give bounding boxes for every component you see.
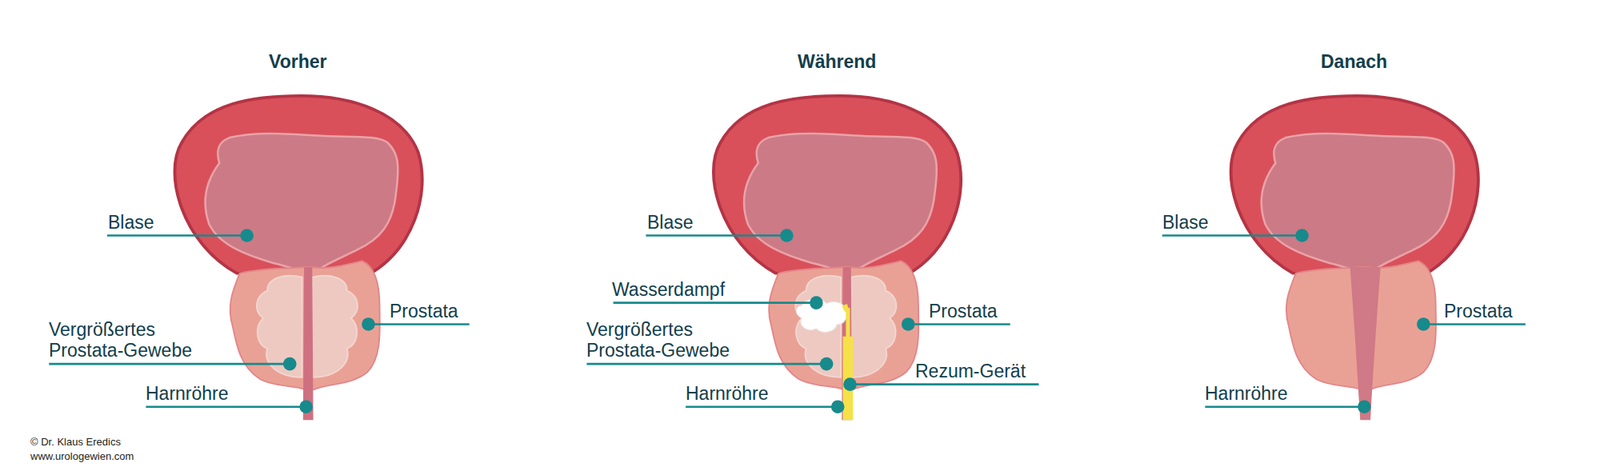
part-label: Harnröhre [685, 383, 769, 404]
part-label: Prostata [928, 300, 998, 322]
panel-title: Danach [1320, 51, 1388, 72]
copyright-note: www.urologewien.com [30, 451, 134, 464]
part-label: Prostata [1444, 300, 1513, 322]
part-label: Prostata [389, 300, 459, 322]
panel-after [1231, 96, 1479, 420]
panel-before [174, 96, 422, 420]
part-label: Blase [108, 212, 155, 233]
panel-title: Vorher [268, 51, 327, 72]
part-label: Rezum-Gerät [915, 360, 1026, 382]
part-label: Blase [647, 212, 694, 233]
part-label: Vergrößertes Prostata-Gewebe [586, 319, 759, 362]
panel-title: Während [797, 51, 876, 72]
leader-lines [48, 236, 1526, 408]
part-label: Vergrößertes Prostata-Gewebe [48, 319, 221, 362]
leader-dots [240, 228, 1430, 414]
part-label: Harnröhre [145, 383, 229, 404]
copyright-note: © Dr. Klaus Eredics [30, 436, 121, 449]
part-label: Blase [1162, 212, 1209, 233]
part-label: Harnröhre [1204, 383, 1288, 404]
part-label: Wasserdampf [612, 279, 725, 300]
